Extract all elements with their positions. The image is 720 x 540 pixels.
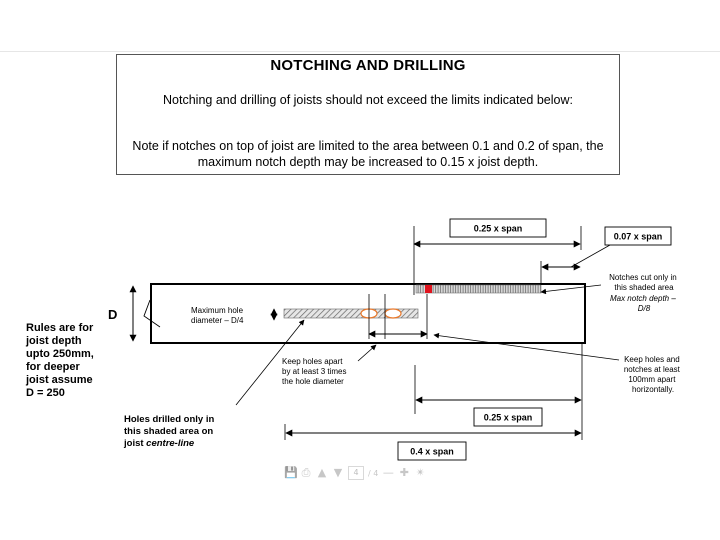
keep-holes-notches-note: Keep holes and notches at least 100mm ap… — [624, 355, 682, 394]
notes-box: NOTCHING AND DRILLING Notching and drill… — [116, 54, 620, 175]
keep-holes-notches-leader — [433, 332, 620, 361]
page-up-icon[interactable]: ▲ — [317, 466, 327, 479]
keep-holes-note-line: the hole diameter — [282, 377, 344, 386]
notch-span-leader — [570, 244, 611, 268]
notch-shaded-area — [415, 284, 542, 294]
page-top-border — [0, 51, 720, 52]
intro-text: Notching and drilling of joists should n… — [163, 93, 573, 107]
rules-note-line: Rules are for — [26, 322, 94, 334]
holes-drilled-note-italic: centre-line — [146, 438, 195, 449]
notches-note: Notches cut only in this shaded area — [609, 273, 679, 292]
page-title: NOTCHING AND DRILLING — [270, 57, 466, 74]
rules-note: Rules are for joist depth upto 250mm, fo… — [25, 322, 97, 399]
rules-note-line: joist assume — [25, 374, 93, 386]
hole-shaded-area — [283, 308, 419, 319]
rules-note-line: upto 250mm, — [26, 348, 94, 360]
rules-note-line: joist depth — [25, 335, 82, 347]
rules-note-line: D = 250 — [26, 387, 65, 399]
keep-holes-notches-note-line: notches at least — [624, 365, 681, 374]
page-down-icon[interactable]: ▼ — [333, 466, 343, 479]
bottom-right-label: 0.25 x span — [484, 413, 533, 423]
save-icon[interactable]: 💾 — [284, 466, 298, 479]
notch-depth-note-line: Max notch depth – — [610, 294, 676, 303]
notch-span-label-box — [604, 226, 672, 246]
notch-depth-note-line: D/8 — [638, 304, 651, 313]
holes-drilled-note-line: this shaded area on — [124, 426, 213, 437]
bottom-right-label-box — [473, 407, 543, 427]
depth-label: D — [108, 307, 117, 322]
top-span-label: 0.25 x span — [474, 224, 523, 234]
holes-drilled-note-line: Holes drilled only in — [124, 414, 214, 425]
notches-leader — [540, 284, 602, 295]
top-span-label-box — [449, 218, 547, 238]
zoom-out-icon[interactable]: — — [382, 466, 394, 479]
notches-note-line: this shaded area — [614, 283, 674, 292]
zoom-in-icon[interactable]: ✚ — [399, 466, 409, 479]
max-hole-label-2: diameter – D/4 — [191, 316, 244, 325]
viewer-toolbar: 💾 ⎙ ▲ ▼ 4 / 4 — ✚ ✴ — [284, 465, 426, 481]
bottom-long-label-box — [397, 441, 467, 461]
notch-span-label: 0.07 x span — [614, 232, 663, 242]
print-icon[interactable]: ⎙ — [301, 466, 311, 479]
notches-note-line: Notches cut only in — [609, 273, 677, 282]
holes-drilled-leader — [235, 319, 305, 406]
bottom-long-label: 0.4 x span — [410, 447, 454, 457]
keep-holes-notches-note-line: horizontally. — [632, 385, 674, 394]
note-line-2: maximum notch depth may be increased to … — [197, 155, 539, 169]
keep-holes-note-line: by at least 3 times — [282, 367, 346, 376]
depth-break-mark — [143, 299, 161, 328]
rules-note-line: for deeper — [26, 361, 81, 373]
keep-holes-notches-note-line: Keep holes and — [624, 355, 680, 364]
note-text: Note if notches on top of joist are limi… — [117, 138, 619, 170]
keep-holes-leader — [357, 344, 377, 362]
keep-holes-notches-note-line: 100mm apart — [628, 375, 676, 384]
hole-marker — [384, 308, 402, 319]
max-hole-label-1: Maximum hole — [191, 306, 244, 315]
note-line-1: Note if notches on top of joist are limi… — [132, 139, 604, 153]
acrobat-icon[interactable]: ✴ — [415, 466, 425, 479]
holes-drilled-note: Holes drilled only in this shaded area o… — [123, 414, 217, 449]
keep-holes-note: Keep holes apart by at least 3 times the… — [282, 357, 349, 386]
page-total: / 4 — [368, 468, 379, 478]
keep-holes-note-line: Keep holes apart — [282, 357, 343, 366]
notch-depth-note: Max notch depth – D/8 — [610, 294, 678, 313]
page-number-input[interactable]: 4 — [348, 466, 364, 480]
notch-marker — [425, 285, 432, 293]
holes-drilled-note-line: joist — [123, 438, 146, 449]
